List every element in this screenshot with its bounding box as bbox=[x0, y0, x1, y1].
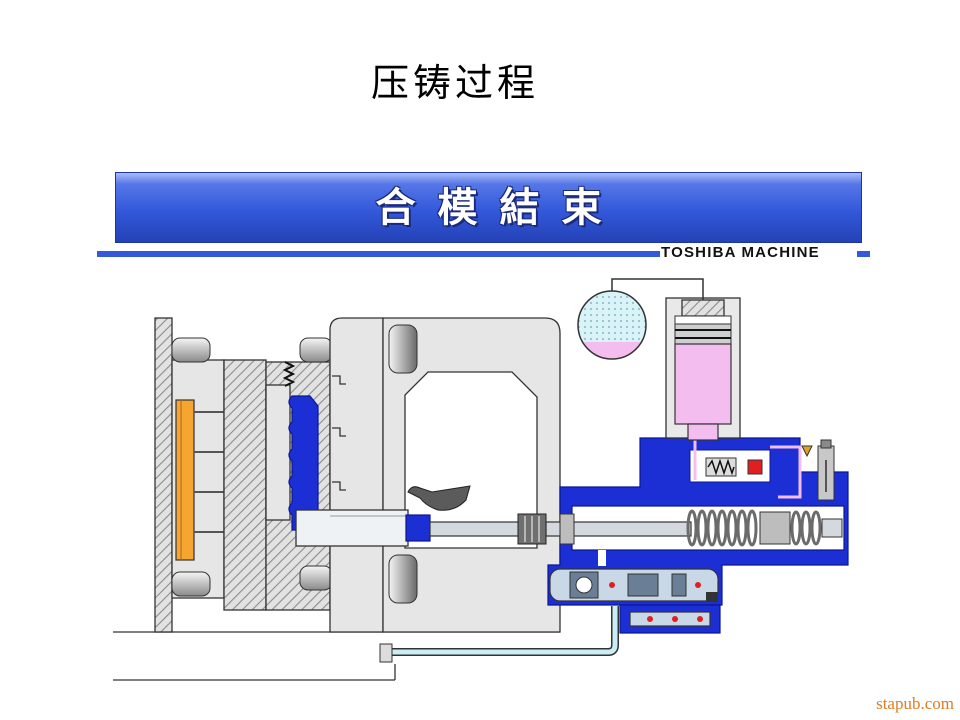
accumulator-gas-space bbox=[674, 315, 732, 325]
plunger-tip bbox=[405, 514, 431, 542]
oil-line-right bbox=[770, 445, 802, 499]
spring-coil bbox=[726, 509, 738, 547]
accumulator-neck bbox=[687, 423, 719, 441]
ejector-plate bbox=[175, 399, 195, 561]
stage-banner-title: 合模結束 bbox=[375, 185, 624, 231]
pressure-valve-knob bbox=[820, 439, 832, 449]
return-pipe bbox=[390, 606, 618, 655]
plunger-rod bbox=[429, 521, 521, 537]
valve-poppet bbox=[747, 459, 763, 475]
platen-bolt bbox=[332, 427, 346, 437]
accumulator-cap bbox=[681, 299, 725, 317]
tie-bar-upper-right bbox=[388, 324, 418, 374]
shot-piston-spring bbox=[686, 509, 758, 547]
check-valve-spring bbox=[707, 458, 735, 476]
spool-marker bbox=[695, 582, 701, 588]
spring-coil bbox=[800, 510, 812, 546]
slide-title: 压铸过程 bbox=[370, 61, 539, 105]
tie-bar-lower-mid bbox=[299, 565, 333, 591]
banner-rule-right bbox=[857, 251, 870, 257]
tie-bar-upper-left bbox=[171, 337, 211, 363]
tie-bar-upper-mid bbox=[299, 337, 333, 363]
banner-rule-left bbox=[97, 251, 660, 257]
spring-coil bbox=[706, 509, 718, 547]
tie-bar-lower-right bbox=[388, 554, 418, 604]
spring-coil bbox=[810, 510, 822, 546]
ejector-pins bbox=[194, 411, 224, 533]
spring-coil bbox=[696, 509, 708, 547]
brand-label: TOSHIBA MACHINE bbox=[661, 244, 856, 262]
tie-bar-lower-left bbox=[171, 571, 211, 597]
lower-valve-marker bbox=[672, 616, 678, 622]
gas-bottle bbox=[577, 290, 647, 360]
accumulator-oil bbox=[674, 343, 732, 425]
spring-coil bbox=[686, 509, 698, 547]
accumulator-piston bbox=[674, 323, 732, 345]
stage-banner: 合模結束 bbox=[115, 172, 862, 243]
pipe-connector bbox=[379, 643, 393, 663]
spool-marker bbox=[609, 582, 615, 588]
die-cavity bbox=[288, 395, 319, 531]
spring-coil bbox=[790, 510, 802, 546]
seal-ring bbox=[559, 513, 575, 545]
boost-piston-spring bbox=[790, 510, 822, 546]
coupling-ribs bbox=[524, 516, 540, 542]
spring-coil bbox=[736, 509, 748, 547]
end-wall bbox=[154, 317, 173, 633]
parting-vent bbox=[282, 361, 296, 387]
gas-line bbox=[611, 278, 704, 300]
shot-piston bbox=[759, 511, 791, 545]
watermark: stapub.com bbox=[876, 694, 954, 713]
moving-die bbox=[223, 359, 267, 611]
spool-land bbox=[671, 573, 687, 597]
lower-valve-marker bbox=[647, 616, 653, 622]
spring-coil bbox=[716, 509, 728, 547]
fixed-platen bbox=[329, 317, 384, 633]
spool-land bbox=[627, 573, 659, 597]
spool-port bbox=[575, 576, 593, 594]
platen-bolt bbox=[332, 481, 346, 491]
boost-piston-rod bbox=[821, 518, 843, 538]
die-core bbox=[265, 384, 291, 521]
spring-coil bbox=[746, 509, 758, 547]
indicator-triangle bbox=[801, 445, 813, 458]
lower-valve-marker bbox=[697, 616, 703, 622]
platen-bolt bbox=[332, 375, 346, 385]
shot-sleeve bbox=[295, 509, 409, 547]
lower-valve-solenoid bbox=[706, 592, 718, 602]
lower-valve-spool bbox=[629, 611, 711, 627]
ladle bbox=[407, 485, 471, 511]
oil-port bbox=[598, 550, 606, 566]
